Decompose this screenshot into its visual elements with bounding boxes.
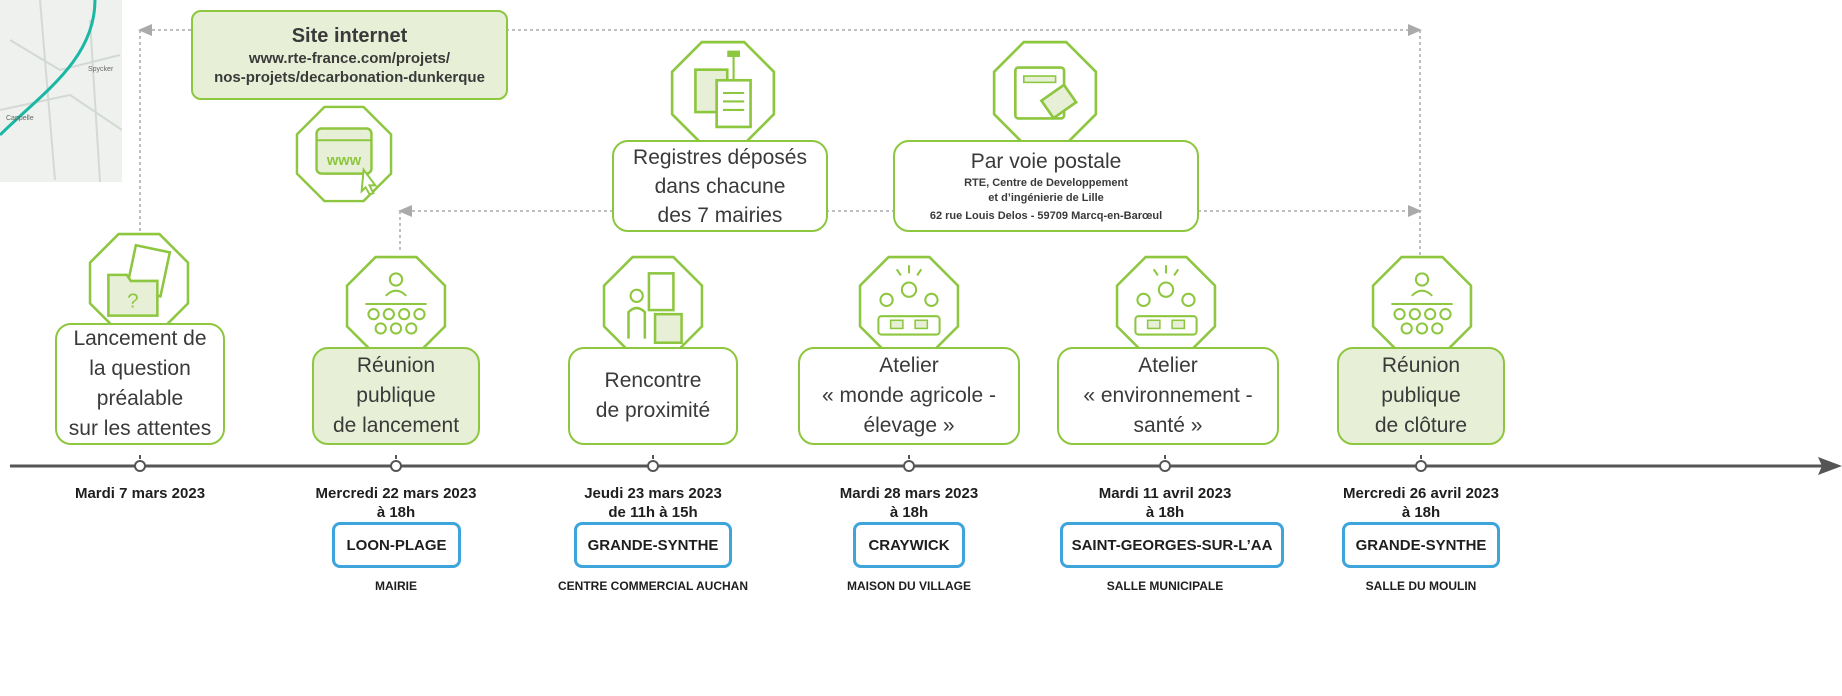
event-box-reunion-cloture: Réunion publique de clôture (1337, 347, 1505, 445)
postal-line1: RTE, Centre de Developpement (964, 177, 1128, 189)
timeline-marker (903, 460, 915, 472)
venue-label: CENTRE COMMERCIAL AUCHAN (558, 579, 748, 593)
registers-channel-box: Registres déposés dans chacune des 7 mai… (612, 140, 828, 232)
mailbox-icon (992, 40, 1098, 146)
timeline-marker (647, 460, 659, 472)
map-label-spycker: Spycker (88, 66, 114, 73)
timeline-axis (10, 455, 1842, 475)
map-label-cappelle: Cappelle (6, 115, 34, 122)
event-box-atelier-agricole: Atelier « monde agricole - élevage » (798, 347, 1020, 445)
workshop-icon-environnement (1115, 255, 1217, 357)
event-date: Mardi 7 mars 2023 (74, 485, 206, 502)
www-browser-icon: www (295, 105, 393, 203)
timeline-marker (1159, 460, 1171, 472)
postal-line2: et d’ingénierie de Lille (988, 192, 1104, 204)
venue-label: SALLE DU MOULIN (1365, 579, 1477, 593)
audience-icon-cloture (1371, 255, 1473, 357)
postal-line3: 62 rue Louis Delos - 59709 Marcq-en-Barœ… (929, 210, 1163, 222)
place-badge: GRANDE-SYNTHE (574, 522, 732, 568)
venue-label: MAISON DU VILLAGE (846, 579, 971, 593)
map-fragment (0, 0, 130, 190)
stand-icon (602, 255, 704, 357)
event-box-rencontre-proximite: Rencontre de proximité (568, 347, 738, 445)
event-date: Mercredi 22 mars 2023 à 18h (315, 485, 477, 521)
postal-channel-box: Par voie postale RTE, Centre de Developp… (893, 140, 1199, 232)
website-title: Site internet (291, 25, 408, 47)
website-url-line2[interactable]: nos-projets/decarbonation-dunkerque (214, 69, 485, 86)
audience-icon (345, 255, 447, 357)
place-badge: SAINT-GEORGES-SUR-L’AA (1060, 522, 1284, 568)
documents-icon (670, 40, 776, 146)
postal-title: Par voie postale (970, 150, 1122, 173)
event-box-reunion-lancement: Réunion publique de lancement (312, 347, 480, 445)
workshop-icon-agricole (858, 255, 960, 357)
timeline-marker (1415, 460, 1427, 472)
svg-text:?: ? (127, 290, 138, 312)
www-icon-text: www (326, 153, 362, 169)
event-box-atelier-environnement: Atelier « environnement - santé » (1057, 347, 1279, 445)
event-date: Mardi 28 mars 2023 à 18h (839, 485, 979, 521)
venue-label: MAIRIE (375, 579, 417, 593)
website-url-line1[interactable]: www.rte-france.com/projets/ (248, 50, 451, 67)
event-box-lancement-question: Lancement de la question préalable sur l… (55, 323, 225, 445)
venue-label: SALLE MUNICIPALE (1106, 579, 1224, 593)
website-channel-box: Site internet www.rte-france.com/projets… (191, 10, 508, 100)
place-badge: LOON-PLAGE (332, 522, 461, 568)
event-date: Jeudi 23 mars 2023 de 11h à 15h (584, 485, 722, 521)
timeline-marker (134, 460, 146, 472)
place-badge: CRAYWICK (853, 522, 965, 568)
place-badge: GRANDE-SYNTHE (1342, 522, 1500, 568)
event-date: Mardi 11 avril 2023 à 18h (1098, 485, 1232, 521)
question-folder-icon: ? (88, 232, 190, 334)
timeline-marker (390, 460, 402, 472)
event-date: Mercredi 26 avril 2023 à 18h (1343, 485, 1499, 521)
